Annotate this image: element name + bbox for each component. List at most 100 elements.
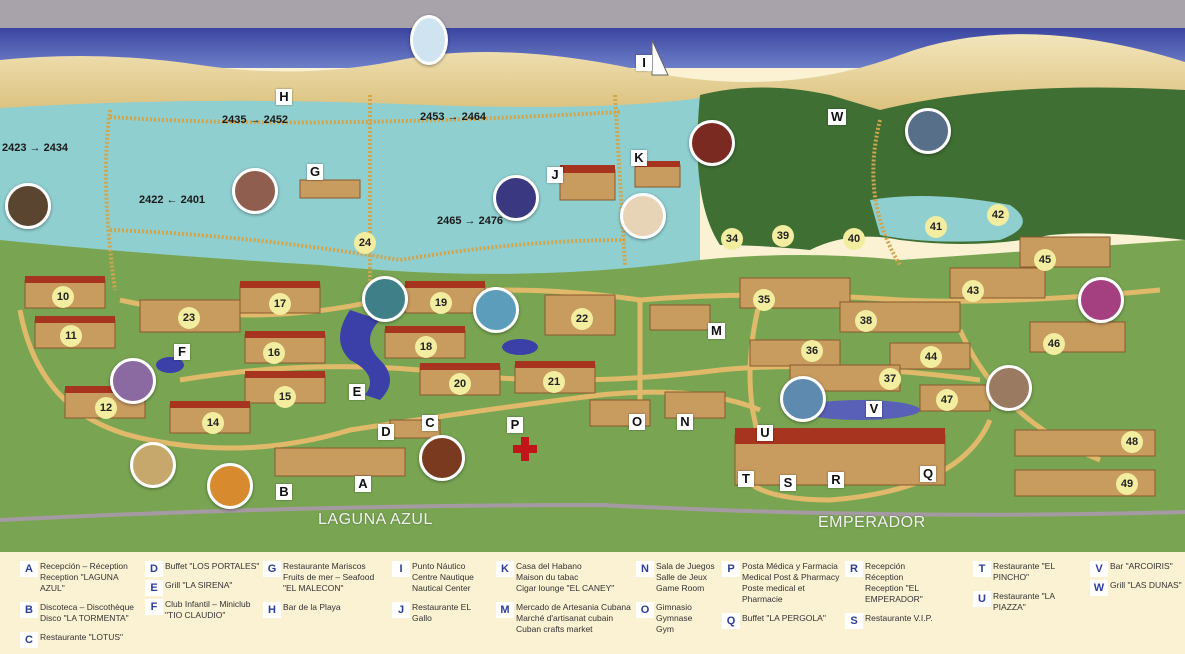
legend-letter: D [145,561,163,577]
legend-text: Restaurante Mariscos Fruits de mer – Sea… [283,561,375,593]
building-38[interactable]: 38 [855,310,877,332]
legend-letter: O [636,602,654,618]
building-40[interactable]: 40 [843,228,865,250]
building-24[interactable]: 24 [354,232,376,254]
map-label-p[interactable]: P [507,417,523,433]
building-39[interactable]: 39 [772,225,794,247]
building-10[interactable]: 10 [52,286,74,308]
legend-letter: K [496,561,514,577]
legend-text: Gimnasio Gymnase Gym [656,602,693,634]
photo-pool [473,287,519,333]
building-19[interactable]: 19 [430,292,452,314]
photo-villa [130,442,176,488]
building-23[interactable]: 23 [178,307,200,329]
map-label-c[interactable]: C [422,415,438,431]
building-41[interactable]: 41 [925,216,947,238]
building-20[interactable]: 20 [449,373,471,395]
legend-text: Recepción Réception Reception "EL EMPERA… [865,561,923,604]
building-45[interactable]: 45 [1034,249,1056,271]
map-label-m[interactable]: M [708,323,725,339]
building-49[interactable]: 49 [1116,473,1138,495]
building-42[interactable]: 42 [987,204,1009,226]
legend-letter: G [263,561,281,577]
photo-lotus [419,435,465,481]
building-46[interactable]: 46 [1043,333,1065,355]
legend-letter: V [1090,561,1108,577]
map-label-e[interactable]: E [349,384,365,400]
building-14[interactable]: 14 [202,412,224,434]
map-label-b[interactable]: B [276,484,292,500]
building-18[interactable]: 18 [415,336,437,358]
legend-text: Sala de Juegos Salle de Jeux Game Room [656,561,715,593]
building-35[interactable]: 35 [753,289,775,311]
map-label-o[interactable]: O [629,414,646,430]
map-label-k[interactable]: K [631,150,647,166]
legend-letter: T [973,561,991,577]
legend-letter: F [145,599,163,615]
legend-text: Restaurante EL Gallo [412,602,471,623]
map-label-w[interactable]: W [828,109,847,125]
map-label-n[interactable]: N [677,414,693,430]
map-label-h[interactable]: H [276,89,292,105]
map-label-t[interactable]: T [738,471,754,487]
map-label-u[interactable]: U [757,425,773,441]
building-11[interactable]: 11 [60,325,82,347]
legend-letter: U [973,591,991,607]
legend-text: Restaurante "EL PINCHO" [993,561,1055,582]
room-range: 2423 → 2434 [2,142,69,154]
legend-text: Restaurante "LOTUS" [40,632,124,642]
building-36[interactable]: 36 [801,340,823,362]
legend-text: Grill "LA SIRENA" [165,580,233,590]
map-label-v[interactable]: V [866,401,882,417]
building-47[interactable]: 47 [936,389,958,411]
building-12[interactable]: 12 [95,397,117,419]
legend-text: Casa del Habano Maison du tabac Cigar lo… [516,561,615,593]
map-label-a[interactable]: A [355,476,371,492]
map-label-i[interactable]: I [636,55,652,71]
legend-letter: N [636,561,654,577]
building-21[interactable]: 21 [543,371,565,393]
map-label-g[interactable]: G [307,164,324,180]
legend-text: Posta Médica y Farmacia Medical Post & P… [742,561,840,604]
building-37[interactable]: 37 [879,368,901,390]
legend-letter: M [496,602,514,618]
building-16[interactable]: 16 [263,342,285,364]
building-44[interactable]: 44 [920,346,942,368]
building-22[interactable]: 22 [571,308,593,330]
map-label-r[interactable]: R [828,472,844,488]
photo-miniclub [110,358,156,404]
area-name-laguna-azul: LAGUNA AZUL [318,511,433,528]
legend-text: Mercado de Artesania Cubana Marché d'art… [516,602,631,634]
legend-text: Restaurante V.I.P. [865,613,933,623]
legend-text: Bar de la Playa [283,602,341,612]
map-label-f[interactable]: F [174,344,190,360]
building-43[interactable]: 43 [962,280,984,302]
room-range: 2453 → 2464 [420,111,487,123]
building-48[interactable]: 48 [1121,431,1143,453]
legend-text: Buffet "LOS PORTALES" [165,561,260,571]
photo-disco [207,463,253,509]
map-label-d[interactable]: D [378,424,394,440]
map-label-q[interactable]: Q [920,466,937,482]
map-label-j[interactable]: J [547,167,563,183]
photo-seafood-restaurant [232,168,278,214]
building-17[interactable]: 17 [269,293,291,315]
building-34[interactable]: 34 [721,228,743,250]
building-15[interactable]: 15 [274,386,296,408]
map-label-s[interactable]: S [780,475,796,491]
